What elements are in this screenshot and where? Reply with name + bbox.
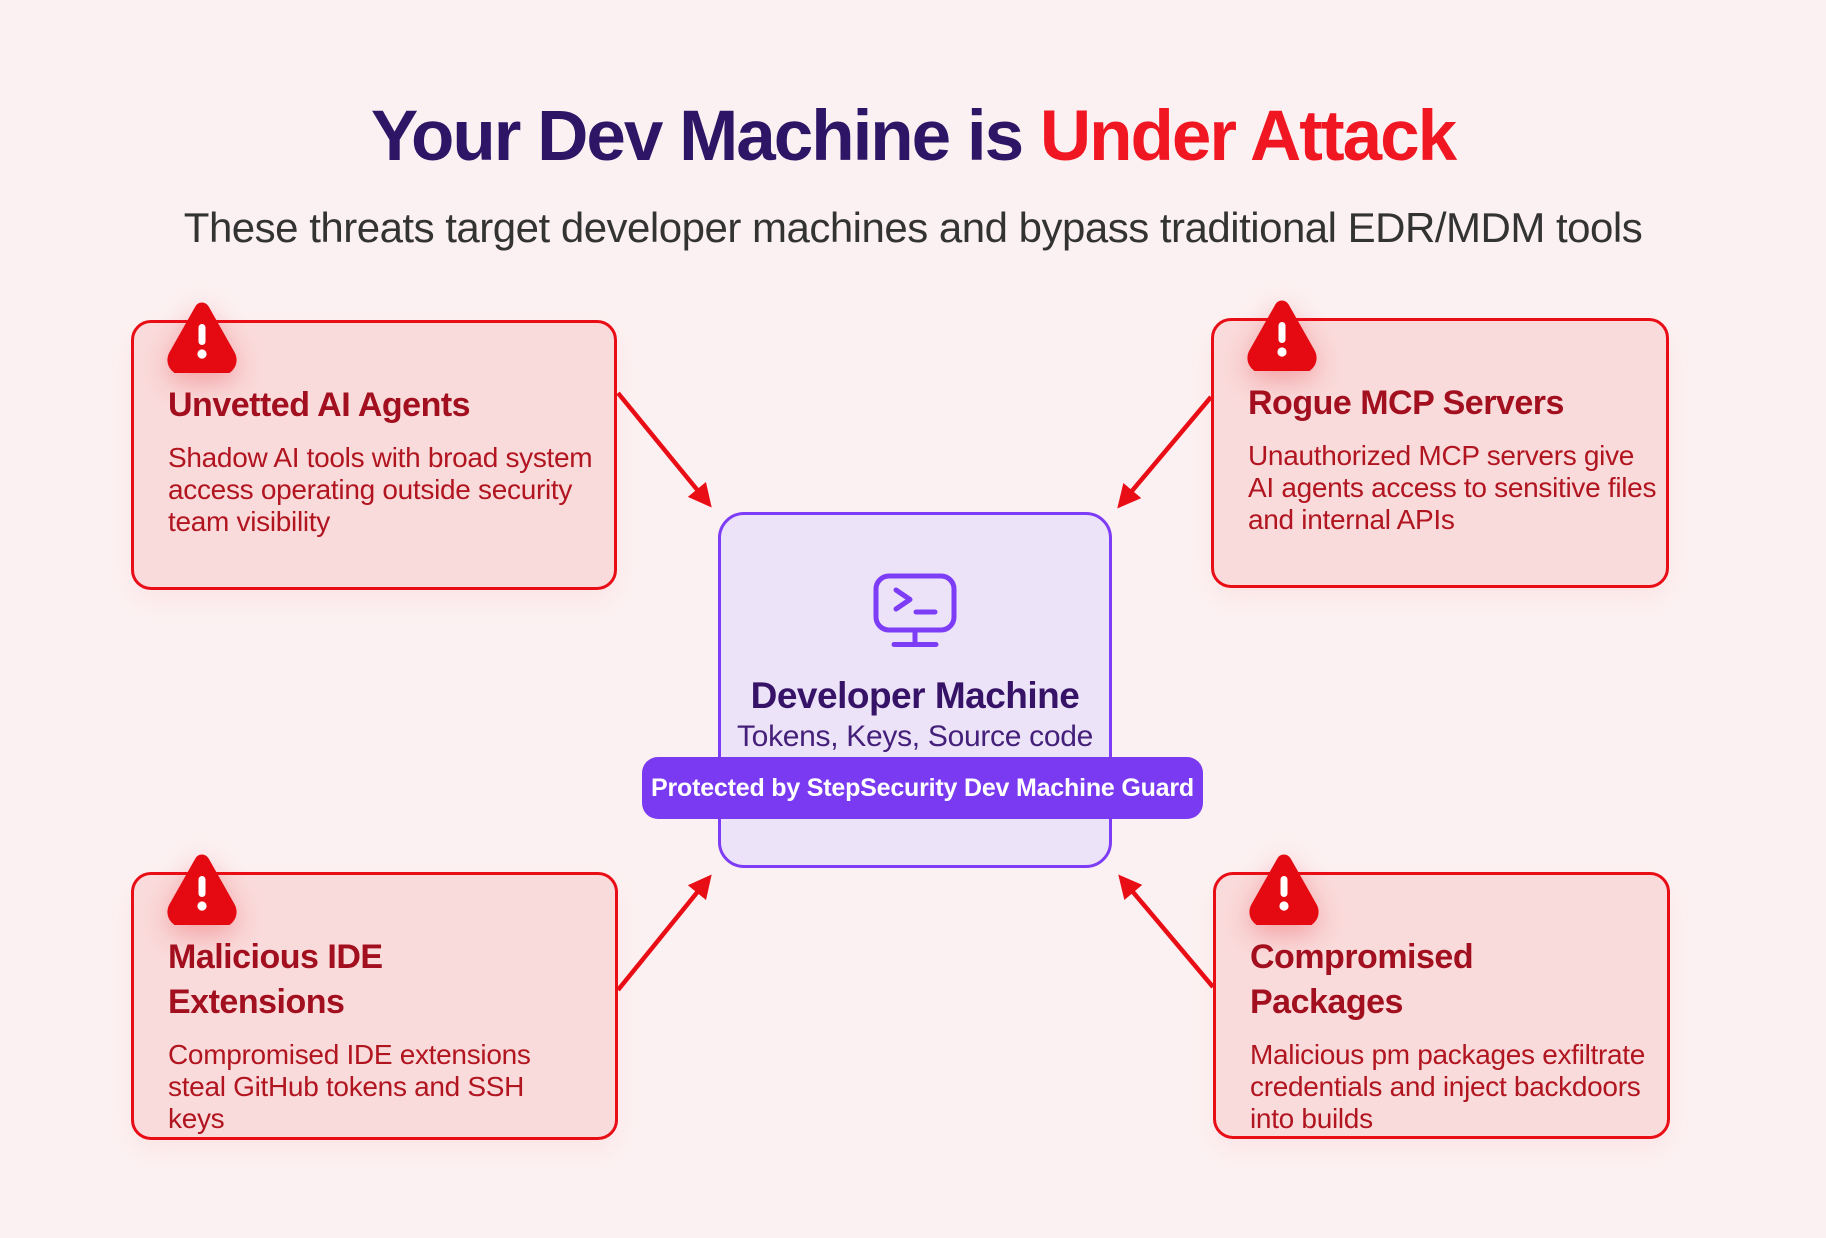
protection-badge: Protected by StepSecurity Dev Machine Gu… [642,757,1203,819]
threat-title: Unvetted AI Agents [168,386,471,424]
threat-title: Compromised Packages [1250,938,1474,1022]
warning-icon [167,302,237,373]
page-title-dark-part: Your Dev Machine is [370,97,1040,176]
threat-title: Malicious IDE Extensions [168,938,383,1022]
threat-description: Compromised IDE extensions steal GitHub … [168,1039,531,1135]
arrow-top-left [616,391,712,508]
page-subtitle: These threats target developer machines … [183,204,1643,251]
warning-icon [167,854,237,925]
threat-description: Shadow AI tools with broad system access… [168,442,593,538]
arrow-bottom-right [1118,874,1215,989]
arrow-bottom-left [616,874,712,992]
threat-box-compromised-packages: Compromised Packages Malicious pm packag… [1213,854,1670,1139]
arrow-top-right [1117,395,1213,509]
page-title-red-part: Under Attack [1039,97,1457,176]
warning-icon [1249,854,1319,925]
threat-box-rogue-mcp-servers: Rogue MCP Servers Unauthorized MCP serve… [1211,300,1669,588]
warning-icon [1247,300,1317,371]
threat-description: Unauthorized MCP servers give AI agents … [1248,440,1657,536]
threat-description: Malicious pm packages exfiltrate credent… [1250,1039,1646,1135]
threat-box-unvetted-ai-agents: Unvetted AI Agents Shadow AI tools with … [131,302,617,590]
threat-title: Rogue MCP Servers [1248,384,1564,422]
terminal-monitor-icon [873,573,957,647]
machine-subtitle: Tokens, Keys, Source code [736,719,1094,753]
page-title: Your Dev Machine is Under Attack [0,97,1826,176]
machine-title: Developer Machine [750,675,1080,716]
protection-badge-label: Protected by StepSecurity Dev Machine Gu… [651,773,1194,802]
threat-box-malicious-ide-extensions: Malicious IDE Extensions Compromised IDE… [131,854,618,1140]
